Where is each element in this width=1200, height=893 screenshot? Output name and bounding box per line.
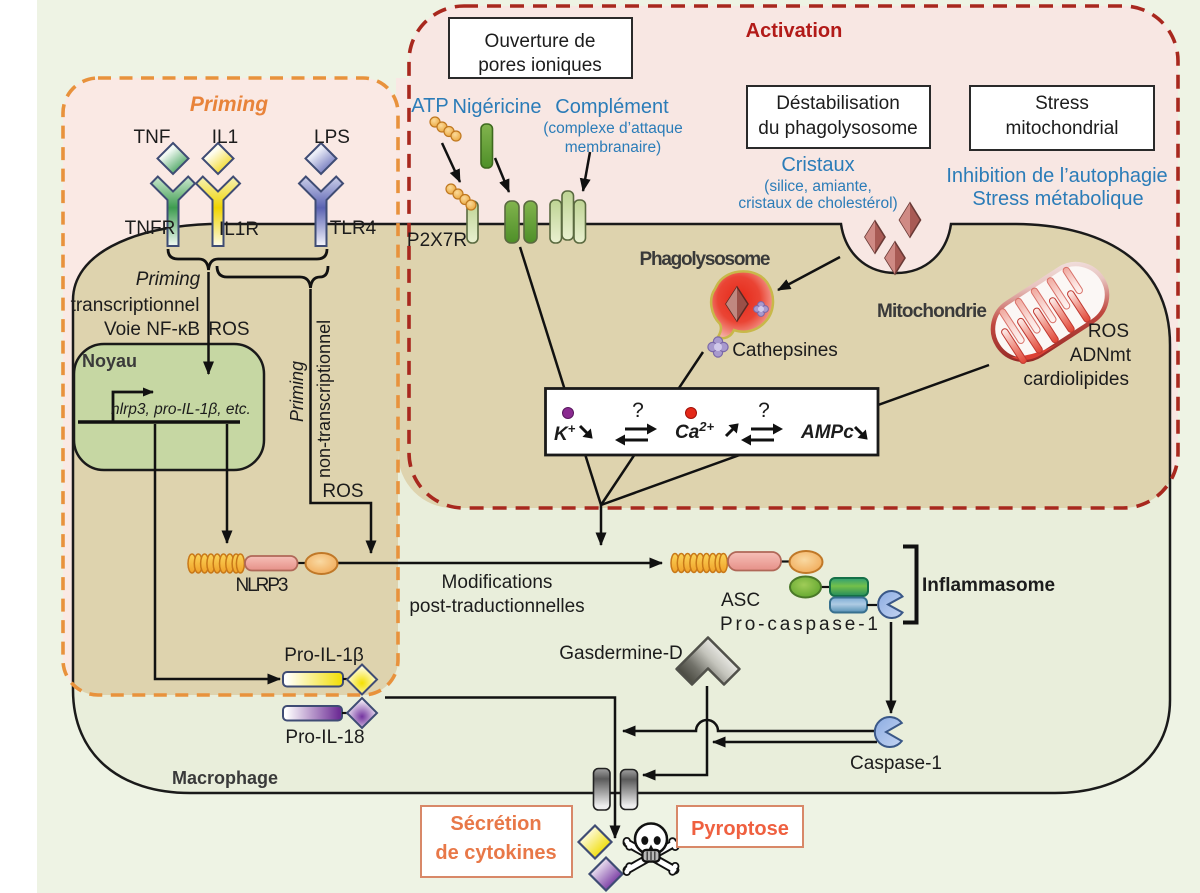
svg-text:Déstabilisation: Déstabilisation	[776, 93, 900, 114]
svg-text:ROS: ROS	[322, 481, 363, 502]
svg-text:cardiolipides: cardiolipides	[1023, 369, 1129, 390]
svg-text:Gasdermine-D: Gasdermine-D	[559, 643, 683, 664]
svg-text:NLRP3: NLRP3	[236, 575, 289, 596]
svg-text:Pro-caspase-1: Pro-caspase-1	[720, 614, 878, 635]
svg-text:Nigéricine: Nigéricine	[453, 96, 542, 118]
svg-text:?: ?	[632, 399, 644, 422]
svg-text:Cristaux: Cristaux	[781, 154, 854, 176]
svg-text:Pro-IL-18: Pro-IL-18	[285, 727, 364, 748]
svg-text:pores ioniques: pores ioniques	[478, 55, 602, 76]
svg-text:cristaux de cholestérol): cristaux de cholestérol)	[738, 195, 897, 212]
svg-text:Stress métabolique: Stress métabolique	[972, 188, 1143, 210]
svg-text:ATP: ATP	[411, 95, 448, 117]
svg-text:Ouverture de: Ouverture de	[485, 31, 596, 52]
svg-text:de cytokines: de cytokines	[435, 842, 556, 864]
svg-text:Stress: Stress	[1035, 93, 1089, 114]
svg-text:nlrp3, pro-IL-1β, etc.: nlrp3, pro-IL-1β, etc.	[111, 401, 251, 418]
svg-text:Phagolysosome: Phagolysosome	[640, 249, 771, 270]
svg-text:(silice, amiante,: (silice, amiante,	[764, 178, 872, 195]
svg-text:Caspase-1: Caspase-1	[850, 753, 942, 774]
svg-text:ROS: ROS	[1088, 321, 1129, 342]
svg-text:transcriptionnel: transcriptionnel	[71, 295, 200, 316]
svg-text:TNF: TNF	[134, 127, 171, 148]
svg-text:Ca2+: Ca2+	[675, 419, 715, 443]
svg-text:Voie NF-κB: Voie NF-κB	[104, 319, 200, 340]
svg-text:non-transcriptionnel: non-transcriptionnel	[314, 320, 334, 478]
svg-text:Macrophage: Macrophage	[172, 768, 278, 788]
svg-text:Priming: Priming	[287, 361, 307, 422]
svg-text:du phagolysosome: du phagolysosome	[758, 118, 918, 139]
svg-text:TNFR: TNFR	[125, 218, 176, 239]
svg-text:ASC: ASC	[721, 590, 760, 611]
svg-text:?: ?	[758, 399, 770, 422]
svg-text:ADNmt: ADNmt	[1070, 345, 1132, 366]
svg-text:Inhibition de l’autophagie: Inhibition de l’autophagie	[946, 165, 1167, 187]
svg-text:P2X7R: P2X7R	[407, 230, 467, 251]
svg-text:Noyau: Noyau	[82, 351, 137, 371]
svg-text:Complément: Complément	[555, 96, 669, 118]
svg-text:TLR4: TLR4	[330, 218, 377, 239]
svg-text:ROS: ROS	[208, 319, 249, 340]
svg-text:Priming: Priming	[190, 93, 268, 116]
svg-text:Pro-IL-1β: Pro-IL-1β	[284, 645, 364, 666]
svg-text:Activation: Activation	[746, 20, 843, 42]
svg-text:Cathepsines: Cathepsines	[732, 340, 838, 361]
svg-text:AMPc: AMPc	[800, 422, 854, 443]
svg-text:Sécrétion: Sécrétion	[450, 813, 541, 835]
svg-text:(complexe d’attaque: (complexe d’attaque	[543, 120, 683, 137]
svg-text:membranaire): membranaire)	[565, 139, 661, 156]
svg-text:IL1R: IL1R	[219, 219, 259, 240]
svg-text:Pyroptose: Pyroptose	[691, 818, 789, 840]
svg-text:LPS: LPS	[314, 127, 350, 148]
svg-text:Inflammasome: Inflammasome	[922, 575, 1055, 596]
svg-text:mitochondrial: mitochondrial	[1006, 118, 1119, 139]
svg-text:IL1: IL1	[212, 127, 238, 148]
svg-text:Priming: Priming	[136, 269, 201, 290]
svg-text:Mitochondrie: Mitochondrie	[877, 301, 987, 322]
svg-text:Modifications: Modifications	[442, 572, 553, 593]
svg-text:post-traductionnelles: post-traductionnelles	[409, 596, 584, 617]
